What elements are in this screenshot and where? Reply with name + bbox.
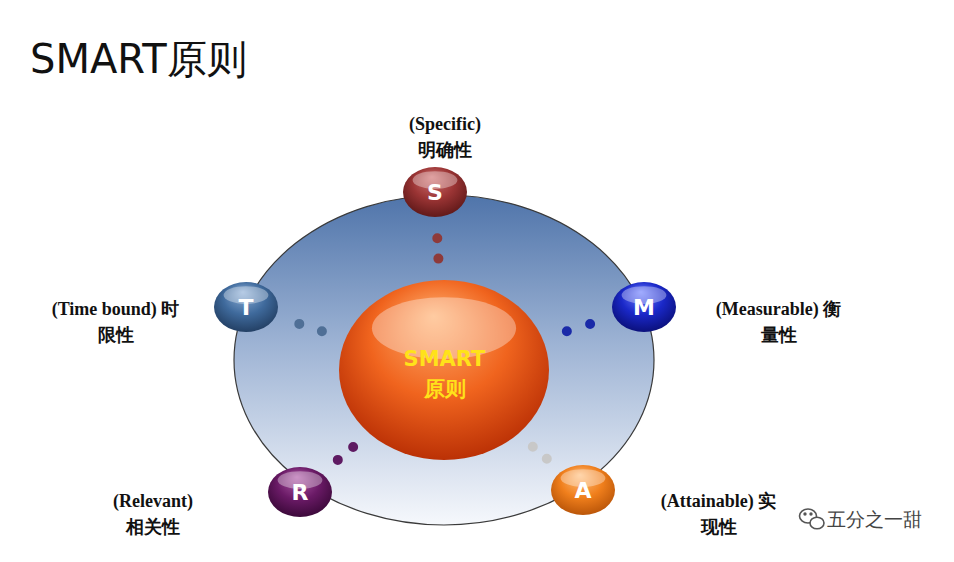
ball-letter: M [611, 281, 677, 333]
ball-letter-text: S [427, 180, 443, 205]
ball-letter-text: R [292, 480, 309, 505]
principle-ball: S(Specific) 明确性 [402, 166, 468, 218]
principle-ball: M(Measurable) 衡量性 [611, 281, 677, 333]
center-title: SMART 原则 [398, 344, 491, 404]
wechat-icon [800, 509, 825, 529]
outer-ellipse [234, 195, 654, 525]
sphere-body [268, 467, 332, 517]
principle-ball: R(Relevant) 相关性 [267, 466, 333, 518]
principle-ball: T(Time bound) 时限性 [213, 281, 279, 333]
principle-label: (Time bound) 时限性 [50, 296, 181, 348]
ball-letter: R [267, 466, 333, 518]
dotted-connector [437, 238, 438, 258]
principle-label: (Relevant) 相关性 [109, 488, 197, 540]
diagram-title: SMART原则 [30, 32, 247, 87]
principle-label: (Attainable) 实现性 [659, 488, 778, 540]
sphere-body [214, 282, 278, 332]
ball-letter-text: A [574, 478, 591, 503]
ball-letter-text: T [238, 295, 253, 320]
ball-letter-text: M [633, 295, 655, 320]
watermark: 五分之一甜 [827, 507, 922, 533]
dotted-connector [338, 447, 353, 460]
sphere-body [339, 280, 549, 460]
sphere-body [551, 465, 615, 515]
dotted-connector [299, 324, 322, 331]
sphere-body [403, 167, 467, 217]
dotted-connector [567, 324, 590, 331]
dotted-connector [533, 447, 547, 459]
center-sphere: SMART 原则 [338, 279, 550, 461]
principle-ball: A(Attainable) 实现性 [550, 464, 616, 516]
ball-letter: A [550, 464, 616, 516]
ball-letter: S [402, 166, 468, 218]
principle-label: (Specific) 明确性 [405, 111, 485, 163]
principle-label: (Measurable) 衡量性 [714, 296, 843, 348]
sphere-body [612, 282, 676, 332]
ball-letter: T [213, 281, 279, 333]
